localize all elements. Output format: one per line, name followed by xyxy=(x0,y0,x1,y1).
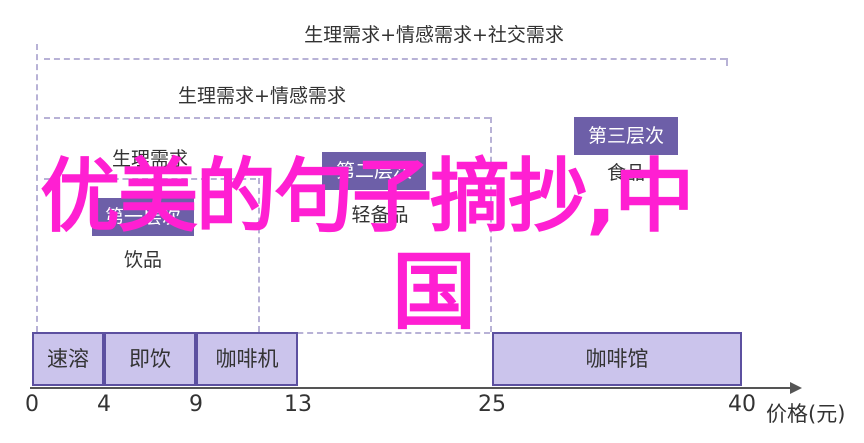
bracket-middle-top xyxy=(44,117,490,119)
x-tick: 4 xyxy=(97,392,111,417)
layer-tag-first: 第一层次 xyxy=(92,198,194,236)
bar-coffee-machine: 咖啡机 xyxy=(196,332,298,386)
layer-item-third: 食品 xyxy=(606,162,646,184)
bracket-outer-left xyxy=(36,44,38,332)
bracket-label-middle: 生理需求+情感需求 xyxy=(178,85,346,107)
bracket-middle-right xyxy=(490,117,492,332)
x-axis-arrow-icon xyxy=(790,382,802,394)
x-axis-line xyxy=(30,387,792,389)
x-tick: 13 xyxy=(284,392,312,417)
bracket-outer-top xyxy=(44,58,726,60)
x-tick: 25 xyxy=(478,392,506,417)
bracket-inner-right xyxy=(258,178,260,332)
overlay-title-line1: 优美的句子摘抄,中 xyxy=(40,150,694,243)
layer-item-second: 轻备品 xyxy=(351,204,409,226)
layer-tag-second: 第二层次 xyxy=(322,152,426,190)
bracket-label-inner: 生理需求 xyxy=(111,148,189,170)
layer-item-first: 饮品 xyxy=(123,249,163,271)
bracket-middle-bottom xyxy=(258,332,490,334)
x-axis-unit: 价格(元) xyxy=(766,402,846,426)
bracket-inner-top xyxy=(44,178,256,180)
bar-coffee-shop: 咖啡馆 xyxy=(492,332,742,386)
bar-ready-to-drink: 即饮 xyxy=(104,332,196,386)
bracket-label-outer: 生理需求+情感需求+社交需求 xyxy=(304,24,564,46)
bracket-outer-right xyxy=(726,58,728,66)
x-tick: 9 xyxy=(189,392,203,417)
x-tick: 40 xyxy=(728,392,756,417)
overlay-title-line2: 国 xyxy=(392,243,477,341)
layer-tag-third: 第三层次 xyxy=(574,117,678,155)
bar-instant: 速溶 xyxy=(32,332,104,386)
x-tick: 0 xyxy=(25,392,39,417)
